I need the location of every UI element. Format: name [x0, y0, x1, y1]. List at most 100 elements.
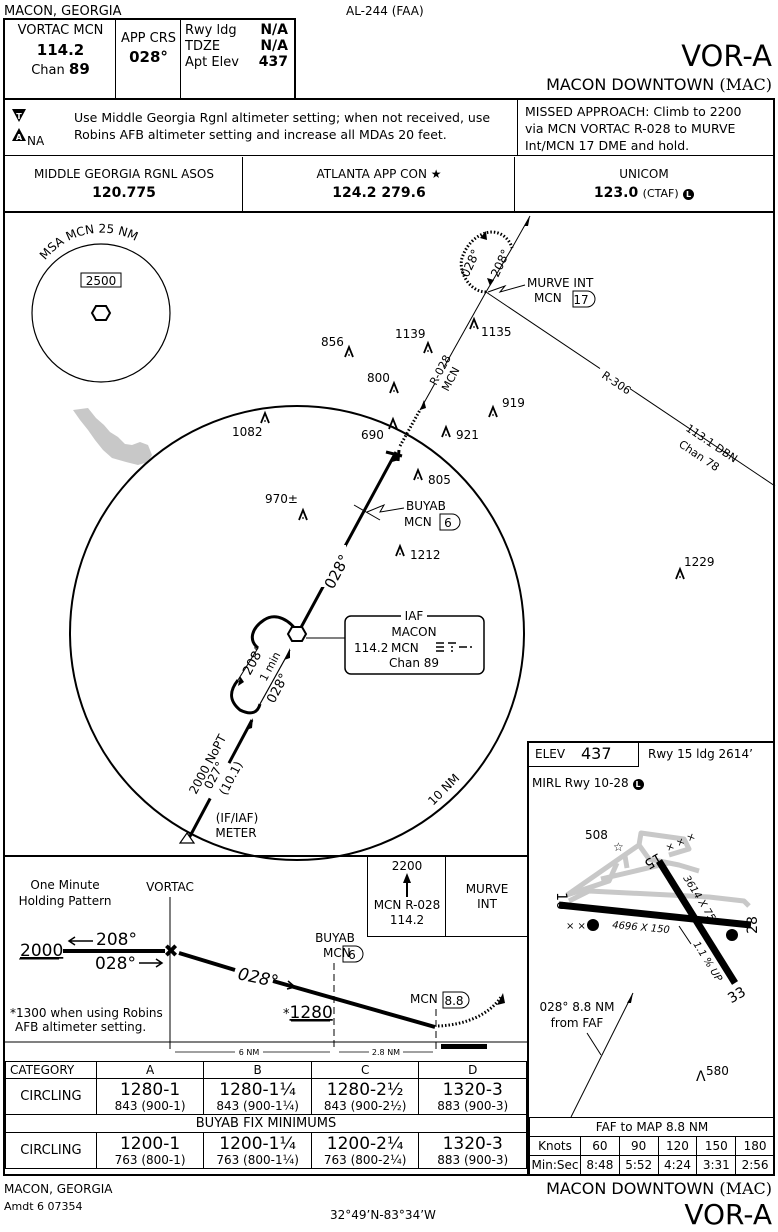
time-label: Min:Sec	[529, 1155, 581, 1175]
iaf-holding-pattern	[250, 615, 300, 650]
procedure-title: VOR-A	[681, 39, 772, 73]
minimum-main: 1280-1	[119, 1079, 181, 1100]
takeoff-minimums-icon	[12, 109, 26, 122]
profile-buyab-name: BUYAB	[315, 931, 355, 945]
visual-segment-bar	[441, 1044, 487, 1049]
navaid-briefing-box: VORTAC MCN 114.2 Chan 89 APP CRS 028° Rw…	[3, 18, 296, 100]
obstacle-dot	[492, 414, 494, 416]
elev-label: ELEV	[535, 747, 566, 761]
runway-landing-note: Rwy 15 ldg 2614’	[648, 747, 753, 761]
pilot-controlled-lighting-icon: L	[632, 779, 644, 790]
missed-fix-type: INT	[477, 897, 497, 911]
knots-row: Knots 60 90 120 150 180	[529, 1136, 775, 1156]
knots-value: 120	[657, 1136, 698, 1156]
iaf-freq: 114.2	[354, 641, 388, 655]
time-value: 3:31	[696, 1155, 737, 1175]
missed-fix-name: MURVE	[465, 882, 509, 896]
comm-label: ATLANTA APP CON ★	[316, 167, 442, 181]
obstacle-icon	[675, 566, 685, 580]
final-course-line	[570, 992, 634, 1117]
missed-arrow-icon	[420, 400, 426, 410]
navaid-type: VORTAC MCN	[17, 23, 104, 38]
altimeter-note: T A NA Use Middle Georgia Rgnl altimeter…	[5, 100, 518, 156]
msa-altitude-box	[80, 272, 122, 288]
chart-frame	[3, 98, 775, 1176]
chart-id: AL-244 (FAA)	[346, 4, 424, 18]
obstacle-elevation: 970±	[265, 492, 298, 506]
circling-label: CIRCLING	[5, 1078, 97, 1115]
minimum-main: 1200-1	[119, 1133, 181, 1154]
footer-coordinates: 32°49’N-83°34’W	[330, 1208, 436, 1222]
minimum-sub: 763 (800-2¼)	[323, 1152, 407, 1167]
descent-path-2	[272, 979, 436, 1029]
msa-label: MSA MCN 25 NM	[37, 222, 140, 263]
timing-title-row: FAF to MAP 8.8 NM	[529, 1117, 775, 1137]
time-value: 4:24	[657, 1155, 698, 1175]
murve-leader	[487, 284, 526, 293]
svg-text:T: T	[16, 112, 22, 121]
obstruction-marks: × ×	[566, 921, 586, 932]
alt-note-line2: Robins AFB altimeter setting and increas…	[74, 127, 447, 142]
buyab-minimums-title: BUYAB FIX MINIMUMS	[5, 1114, 527, 1133]
obstacle-icon	[423, 340, 433, 354]
terminal-alert-icons: T A	[12, 109, 26, 142]
navaid-freq: 114.2	[36, 41, 85, 59]
minimum-main: 1200-1¼	[219, 1133, 296, 1154]
hold-altitude: 2000	[20, 941, 63, 961]
buyab-leader	[366, 503, 405, 513]
meter-if-iaf-label: (IF/IAF)	[216, 811, 259, 825]
comm-approach: ATLANTA APP CON ★ 124.2 279.6	[243, 157, 515, 211]
obstacle-elevation: 1082	[232, 425, 263, 439]
obstacle-elevation: 919	[502, 396, 525, 410]
airport-diagram-drawing: 10 28 15 33 4696 X 150 3614 X 75 1.1 % U…	[540, 828, 761, 1117]
comm-freq: 124.2 279.6	[332, 185, 426, 201]
final-approach-course	[296, 451, 398, 634]
location-header: MACON, GEORGIA	[4, 4, 122, 19]
runway-10-label: 10	[553, 892, 569, 910]
missed-freq: 114.2	[389, 913, 425, 927]
obstacle-icon	[389, 380, 399, 394]
footer-airport-code: (MAC)	[719, 1179, 772, 1198]
obstacle-elevation: 1229	[684, 555, 715, 569]
elev-box: ELEV 437	[529, 743, 639, 767]
obstacle-dot	[473, 326, 475, 328]
time-value: 2:56	[735, 1155, 775, 1175]
obstacle-icon	[469, 316, 479, 330]
profile-map-dme-box	[442, 991, 470, 1009]
airport-diagram: ELEV 437 Rwy 15 ldg 2614’ MIRL Rwy 10-28…	[529, 741, 773, 1117]
minimum-main: 1320-3	[442, 1079, 503, 1100]
runway-data-cell: Rwy ldg N/A TDZE N/A Apt Elev 437	[181, 20, 294, 98]
diagram-divider	[527, 741, 529, 1176]
faf-note-line2: from FAF	[551, 1016, 604, 1030]
comm-freq: 123.0	[593, 185, 639, 201]
minimum-sub: 843 (900-2½)	[323, 1098, 407, 1113]
minimum-main: 1320-3	[442, 1133, 503, 1154]
alt-note-line1: Use Middle Georgia Rgnl altimeter settin…	[74, 110, 491, 125]
ctaf-label: (CTAF)	[642, 187, 679, 200]
faf-note-line1: 028° 8.8 NM	[540, 1000, 615, 1014]
dbn-radial-306	[485, 291, 776, 487]
missed-altitude: 2200	[391, 859, 423, 873]
segment-distance-1: 6 NM	[239, 1048, 260, 1057]
missed-line3: Int/MCN 17 DME and hold.	[525, 138, 690, 153]
segment-distance-2: 2.8 NM	[372, 1048, 400, 1057]
minimum-sub: 843 (900-1)	[114, 1098, 186, 1113]
iaf-ident: MCN	[391, 641, 419, 655]
murve-dme: 17	[573, 293, 588, 307]
comm-asos: MIDDLE GEORGIA RGNL ASOS 120.775	[5, 157, 243, 211]
timing-title: FAF to MAP 8.8 NM	[529, 1117, 775, 1137]
airport-code: (MAC)	[719, 75, 772, 94]
footer-airport: MACON DOWNTOWN (MAC)	[546, 1181, 772, 1197]
obstacle-elevation: 1135	[481, 325, 512, 339]
minimum-sub: 763 (800-1)	[114, 1152, 186, 1167]
msa-circle	[31, 243, 171, 383]
obstacle-dot	[302, 517, 304, 519]
climb-arrow-icon	[403, 873, 411, 897]
lighting-note: MIRL Rwy 10-28	[532, 776, 629, 790]
missed-climb-path	[437, 996, 503, 1028]
tdze-label: TDZE	[185, 39, 221, 54]
macon-vortac-icon	[286, 626, 308, 642]
obstacle-dot	[392, 426, 394, 428]
footer-airport-name: MACON DOWNTOWN	[546, 1179, 715, 1198]
